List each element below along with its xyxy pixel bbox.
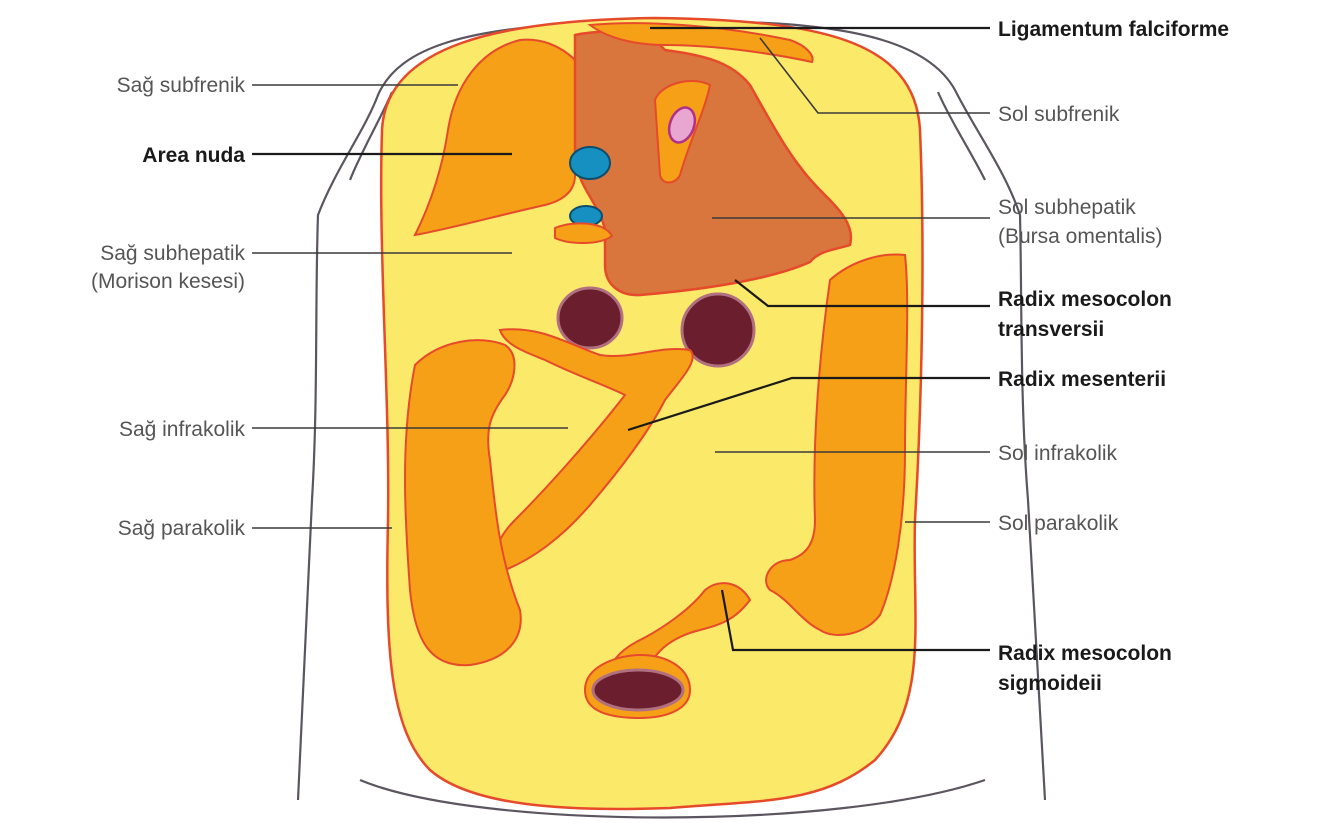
label-sol-infrakolik: Sol infrakolik (998, 442, 1118, 465)
right-kidney (558, 288, 622, 348)
vena-cava-blue (570, 147, 610, 179)
label-radix-mesenterii: Radix mesenterii (998, 368, 1166, 391)
label-radix-mesocolon-sigmoideii-line1: Radix mesocolon (998, 642, 1172, 665)
label-area-nuda: Area nuda (142, 144, 245, 167)
label-radix-mesocolon-transversii-line2: transversii (998, 318, 1104, 341)
label-sag-parakolik: Sağ parakolik (118, 517, 246, 540)
body-outline-inner-right (938, 92, 985, 180)
label-radix-mesocolon-sigmoideii-line2: sigmoideii (998, 672, 1102, 695)
label-ligamentum-falciforme: Ligamentum falciforme (998, 18, 1229, 41)
rectum (593, 670, 683, 710)
label-sag-subhepatik-line1: Sağ subhepatik (100, 242, 245, 265)
label-sol-parakolik: Sol parakolik (998, 512, 1119, 535)
label-sag-subhepatik-line2: (Morison kesesi) (91, 270, 245, 293)
label-sol-subhepatik-line1: Sol subhepatik (998, 196, 1136, 219)
label-radix-mesocolon-transversii-line1: Radix mesocolon (998, 288, 1172, 311)
label-sol-subhepatik-line2: (Bursa omentalis) (998, 225, 1163, 248)
label-sag-infrakolik: Sağ infrakolik (119, 418, 246, 441)
label-sol-subfrenik: Sol subfrenik (998, 103, 1120, 126)
label-sag-subfrenik: Sağ subfrenik (117, 74, 246, 97)
